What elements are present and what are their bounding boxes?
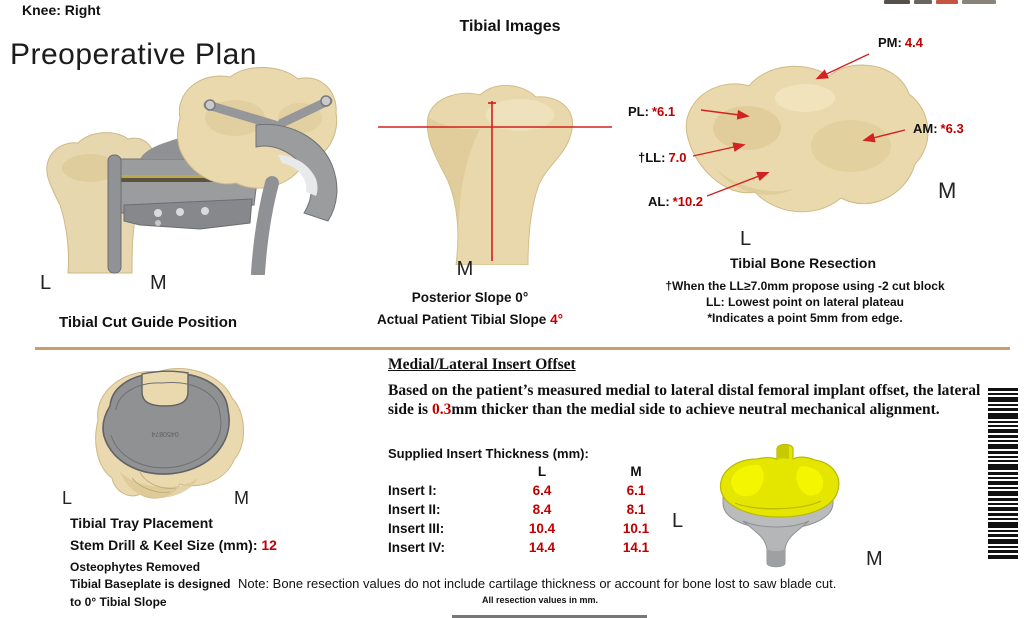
insert-3-l-value: 10.4 [528,521,556,536]
bone-resection-caption: Tibial Bone Resection [730,255,876,271]
insert-offset-body: Based on the patient’s measured medial t… [388,382,981,418]
column-header-m: M [630,464,642,479]
measurement-ll: †LL:7.0 [638,150,687,165]
cut-off-bottom-bar [452,615,647,618]
column-header-l: L [537,464,547,479]
footnote-2: LL: Lowest point on lateral plateau [705,295,904,309]
red-crosshair [378,101,612,261]
tray-placement-caption: Tibial Tray Placement [70,515,213,531]
measurement-pm: PM:4.4 [878,35,923,50]
resection-arrows [692,53,906,197]
stem-size-value: 12 [261,537,277,553]
measurement-pl: PL:*6.1 [628,104,676,119]
tibial-images-medial-label: M [456,258,474,280]
tibia-front-render [378,84,612,265]
page-title: Preoperative Plan [10,38,257,71]
cut-guide-lateral-label: L [40,272,52,294]
tibial-cut-guide-render [46,66,338,275]
resection-medial-label: M [938,178,957,203]
footnote-3: *Indicates a point 5mm from edge. [707,311,903,325]
implant-medial-label: M [866,548,883,570]
measurement-am: AM:*6.3 [913,121,964,136]
tray-lateral-label: L [62,488,73,508]
row-label-insert-2: Insert II: [388,502,441,517]
footer-note: Note: Bone resection values do not inclu… [238,576,837,591]
cut-guide-caption: Tibial Cut Guide Position [58,314,238,331]
insert-4-l-value: 14.4 [528,540,556,555]
cut-guide-medial-label: M [150,272,167,294]
actual-slope-value: 4° [550,312,563,327]
baseplate-note-line1: Tibial Baseplate is designed [70,577,231,591]
footnote-1: †When the LL≥7.0mm propose using -2 cut … [665,279,945,293]
implant-lateral-label: L [672,510,684,532]
table-corner-cell [388,464,496,479]
cut-off-text-fragment [884,0,1020,6]
offset-value: 0.3 [431,401,452,418]
insert-4-m-value: 14.1 [622,540,650,555]
stem-drill-keel-size: Stem Drill & Keel Size (mm): 12 [70,537,277,553]
tibial-implant-render [719,443,840,568]
insert-2-l-value: 8.4 [532,502,552,517]
insert-table-title: Supplied Insert Thickness (mm): [388,446,589,461]
baseplate-note-line2: to 0° Tibial Slope [70,595,167,609]
tray-medial-label: M [234,488,249,508]
insert-thickness-table: L M Insert I: 6.4 6.1 Insert II: 8.4 8.1… [388,464,684,555]
row-label-insert-1: Insert I: [388,483,437,498]
tibial-images-title: Tibial Images [459,18,561,35]
barcode [988,388,1018,559]
bone-resection-render [685,53,929,213]
resection-footnotes: †When the LL≥7.0mm propose using -2 cut … [650,278,960,326]
row-label-insert-4: Insert IV: [388,540,446,555]
insert-1-l-value: 6.4 [532,483,552,498]
section-divider [35,347,1010,350]
plateau-axial-shape [685,64,929,213]
insert-3-m-value: 10.1 [622,521,650,536]
resection-lateral-label: L [740,228,752,250]
insert-2-m-value: 8.1 [626,502,646,517]
insert-offset-heading: Medial/Lateral Insert Offset [388,356,576,373]
implant-insert-shape [719,443,840,518]
guide-arc-shape [255,123,338,222]
osteophytes-note: Osteophytes Removed [70,560,201,574]
knee-side-label: Knee: Right [22,2,101,18]
measurement-al: AL:*10.2 [648,194,704,209]
tray-part-number: 0450874 [151,430,178,437]
tray-placement-render: 0450874 [95,368,245,499]
actual-slope-text: Actual Patient Tibial Slope 4° [377,312,563,327]
posterior-slope-text: Posterior Slope 0° [411,290,529,305]
row-label-insert-3: Insert III: [388,521,445,536]
insert-1-m-value: 6.1 [626,483,646,498]
units-note: All resection values in mm. [481,595,599,605]
